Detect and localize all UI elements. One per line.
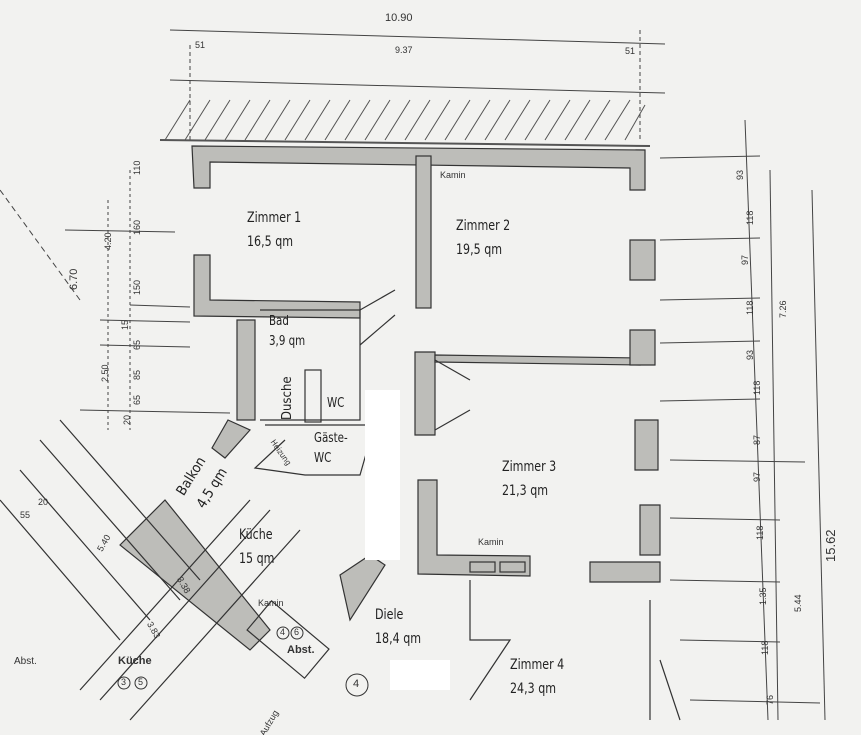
plan-number: 3 [121,677,127,687]
plan-label-kueche: Küche [118,655,152,667]
room-zimmer2: Zimmer 2 19,5 qm [456,214,510,262]
room-name: Bad [269,314,289,329]
plan-number: 4 [353,678,360,690]
dim-right: 87 [752,434,762,445]
dim-right-sub1: 7.26 [778,300,788,318]
dim-left: 160 [132,219,142,235]
dim-left: 15 [120,319,130,330]
dim-left: 65 [132,394,142,405]
dim-left-total: 6.70 [68,268,80,290]
dim-left-sub2: 2.50 [100,364,110,382]
dim-misc: 20 [38,497,49,507]
dim-right: 93 [745,349,755,360]
dim-misc: 55 [20,510,31,520]
room-name: Küche [239,527,273,543]
dim-left: 85 [132,369,142,380]
plan-number: 4 [280,627,286,637]
plan-number: 5 [138,677,144,687]
dim-right: 118 [745,210,755,225]
room-area: 16,5 qm [247,234,294,250]
room-name: Zimmer 3 [502,459,557,475]
plan-label-abst: Abst. [14,656,37,667]
dim-right-total: 15.62 [823,529,838,562]
plan-number: 6 [294,627,300,637]
room-zimmer1: Zimmer 1 16,5 qm [247,206,301,254]
room-name-2: WC [314,451,332,466]
plan-label-kamin: Kamin [478,537,504,547]
plan-label-abst: Abst. [287,644,315,656]
hatched-boundary [159,99,651,147]
room-area: 18,4 qm [375,631,422,647]
room-name: Gäste- [314,431,348,446]
dim-right: 118 [752,380,762,395]
room-kueche: Küche 15 qm [239,523,274,571]
dim-left: 20 [122,414,132,425]
white-patches [365,390,450,690]
room-area: 24,3 qm [510,681,557,697]
walls [119,145,661,651]
room-diele: Diele 18,4 qm [375,603,421,651]
dim-right: 118 [745,300,755,315]
room-gaeste-wc: Gäste- WC [314,429,348,469]
plan-circles [117,626,369,697]
room-area: 15 qm [239,551,275,567]
room-wc: WC [327,396,345,411]
room-name: Zimmer 4 [510,657,565,673]
room-bad: Bad 3,9 qm [269,312,305,352]
plan-label-kamin: Kamin [440,170,466,180]
dim-right-sub2: 5.44 [793,594,803,612]
dim-right: 93 [735,169,745,180]
room-name: Diele [375,607,404,623]
dim-top-right: 51 [625,46,636,56]
room-area: 21,3 qm [502,483,549,499]
dim-right: 76 [765,694,775,705]
dim-top-total: 10.90 [385,12,413,24]
dim-left-sub1: 4.20 [103,232,113,250]
interior-lines [0,289,681,721]
room-dusche: Dusche [280,376,295,420]
dim-left: 150 [132,279,142,295]
dim-right: 1.35 [758,587,768,605]
dim-right: 97 [752,471,762,482]
dimension-lines [0,29,826,721]
room-zimmer4: Zimmer 4 24,3 qm [510,653,564,701]
dim-right: 97 [740,254,750,265]
room-name: Zimmer 2 [456,218,511,234]
plan-label-kamin: Kamin [258,598,284,608]
room-name: Zimmer 1 [247,210,302,226]
dim-top-left: 51 [195,40,206,50]
dim-left: 65 [132,339,142,350]
dim-top-inner: 9.37 [395,45,413,55]
room-area: 3,9 qm [269,334,306,349]
dim-right: 118 [755,525,765,540]
room-zimmer3: Zimmer 3 21,3 qm [502,455,556,503]
dim-right: 118 [760,640,770,655]
dim-left: 110 [132,160,142,175]
room-area: 19,5 qm [456,242,503,258]
